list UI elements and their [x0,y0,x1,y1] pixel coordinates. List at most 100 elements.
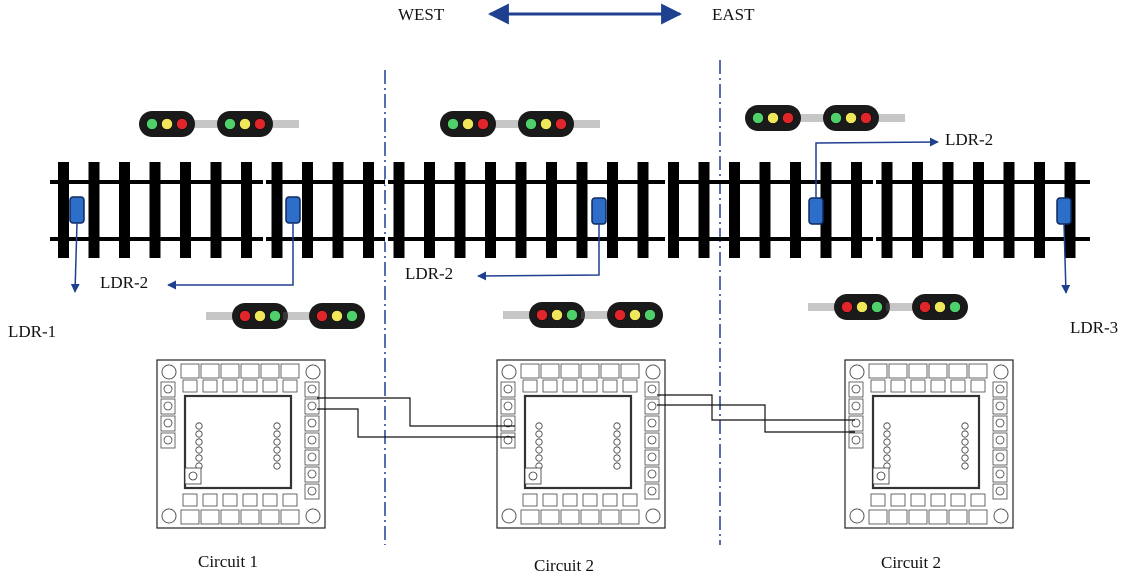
header-pin [195,446,203,454]
interconnect-wires [317,394,855,438]
mount-hole [645,364,661,380]
terminal-screw [647,435,657,445]
connector-pin [622,379,638,393]
signal-lamp-green [871,301,883,313]
connector-block [540,509,560,525]
track-sleeper [210,162,222,258]
header-pin [613,430,621,438]
ldr-sensor-2-mid [591,197,607,225]
header-pin [613,446,621,454]
header-pin [883,446,891,454]
terminal-screw [647,401,657,411]
ldr-2-mid-label: LDR-2 [405,264,454,283]
mount-hole [305,364,321,380]
header-pin [613,454,621,462]
signal-top-3 [440,111,522,137]
connector-pin [582,379,598,393]
terminal-screw [647,384,657,394]
west-label: WEST [398,5,445,24]
header-pin [273,462,281,470]
signal-lamp-yellow [551,309,563,321]
signal-lamp-green [146,118,158,130]
ldr-sensor-3 [1056,197,1072,225]
connector-block [540,363,560,379]
signal-lamp-green [949,301,961,313]
connector-pin [262,379,278,393]
board-outline [156,359,326,529]
ldr-2-right-leader [815,137,939,198]
connector-pin [970,379,986,393]
track-rail-top [50,180,1090,184]
terminal-screw [307,435,317,445]
signal-lamp-yellow [767,112,779,124]
signal-lamp-yellow [239,118,251,130]
signal-top-1 [139,111,221,137]
connector-block [580,363,600,379]
connector-block [888,363,908,379]
track-sleeper [820,162,832,258]
header-pin [273,430,281,438]
track-sleeper [759,162,771,258]
trim-pot [188,471,198,481]
header-pin [613,462,621,470]
ldr-1-label: LDR-1 [8,322,57,341]
track-sleeper [546,162,557,258]
board-outline [844,359,1014,529]
mount-hole [849,508,865,524]
header-pin [961,462,969,470]
header-pin [273,438,281,446]
signal-lamp-yellow [161,118,173,130]
ldr-2-right-label: LDR-2 [945,130,994,149]
track-sleeper [393,162,405,258]
connector-pin [950,379,966,393]
header-pin [883,438,891,446]
header-pin [961,454,969,462]
signal-lamp-red [782,112,794,124]
header-pin [195,454,203,462]
connector-pin [202,379,218,393]
signal-lamp-red [860,112,872,124]
connector-block [240,509,260,525]
connector-pin [182,493,198,507]
rail-joint [665,179,668,185]
connector-block [868,509,888,525]
rail-joint [385,236,388,242]
header-pin [195,422,203,430]
track-sleeper [424,162,435,258]
terminal-screw [307,452,317,462]
track-sleeper [271,162,283,258]
track-sleeper [607,162,618,258]
signal-lamp-red [536,309,548,321]
circuit-board-2 [496,359,666,529]
ldr-2-left-leader [167,223,294,290]
signal-bottom-1 [206,303,288,329]
connector-block [968,363,988,379]
terminal-screw [851,418,861,428]
connector-block [948,363,968,379]
header-pin [961,422,969,430]
signal-top-6 [823,105,905,131]
signal-lamp-red [614,309,626,321]
terminal-screw [851,435,861,445]
connector-block [928,363,948,379]
track-rail-bottom [50,237,1090,241]
signal-bottom-3 [503,302,585,328]
connector-block [220,363,240,379]
connector-pin [522,493,538,507]
ldr-1-leader [70,222,80,293]
header-pin [883,430,891,438]
terminal-screw [163,384,173,394]
mount-hole [305,508,321,524]
signal-lamp-green [224,118,236,130]
signal-lamp-green [447,118,459,130]
connector-block [560,363,580,379]
connector-block [620,363,640,379]
signal-lamp-yellow [254,310,266,322]
track-sleeper [851,162,862,258]
signal-lamp-green [566,309,578,321]
terminal-screw [503,435,513,445]
header-pin [961,446,969,454]
header-pin [195,430,203,438]
terminal-screw [163,401,173,411]
signal-lamp-green [644,309,656,321]
